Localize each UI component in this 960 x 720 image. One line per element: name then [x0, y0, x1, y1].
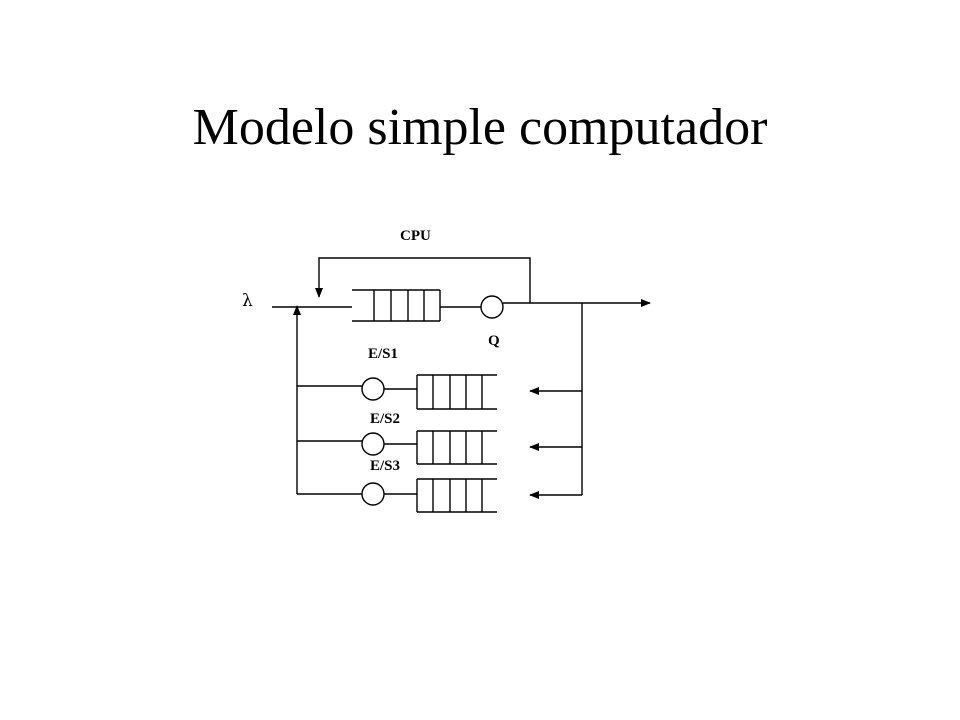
- arrival-rate-label: λ: [242, 291, 253, 311]
- io-station-1-label: E/S1: [368, 346, 398, 362]
- cpu-server-label: Q: [488, 333, 500, 349]
- cpu-server: [480, 295, 504, 319]
- io-station-3-label: E/S3: [370, 458, 400, 474]
- io-station-2-label: E/S2: [370, 411, 400, 427]
- io-queue-1: [416, 374, 497, 410]
- cpu-queue: [352, 289, 441, 322]
- cpu-feedback-loop: [315, 257, 531, 303]
- slide-title: Modelo simple computador: [192, 99, 768, 156]
- io-server-1: [361, 377, 385, 401]
- io-server-3: [361, 482, 385, 506]
- io-server-2: [361, 432, 385, 456]
- io-queue-3: [416, 478, 497, 513]
- io-queue-2: [416, 430, 497, 465]
- cpu-label: CPU: [400, 228, 431, 244]
